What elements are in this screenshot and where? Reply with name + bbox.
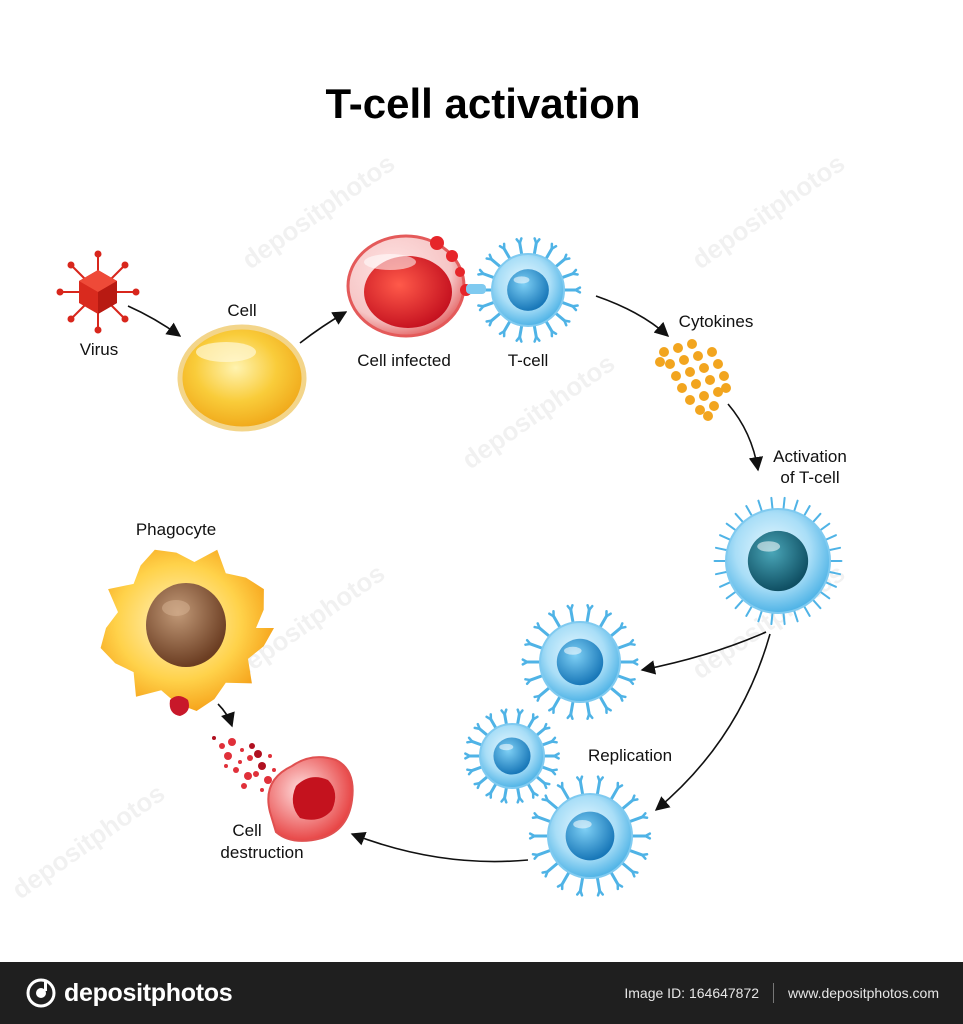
cell-destruction-label-line2: destruction — [220, 843, 303, 862]
diagram-title: T-cell activation — [325, 80, 640, 127]
footer-bar: depositphotos Image ID: 164647872 www.de… — [0, 962, 963, 1024]
footer-divider — [773, 983, 775, 1003]
replication-label: Replication — [588, 746, 672, 765]
cell-infected-label: Cell infected — [357, 351, 451, 370]
cytokines-label: Cytokines — [679, 312, 754, 331]
phagocyte-icon — [100, 549, 274, 716]
cytokines-icon — [655, 339, 731, 421]
cell-destruction-label-line1: Cell — [232, 821, 261, 840]
watermark: depositphotos — [686, 148, 850, 275]
arrow-activation-to-replica-2 — [654, 633, 771, 811]
destroyed-cell-icon — [267, 756, 354, 842]
brand-logo[interactable]: depositphotos — [26, 978, 233, 1008]
arrow-tcell-to-cytokines — [595, 295, 670, 337]
replicated-t-cell-icon — [464, 708, 560, 804]
depositphotos-logo-icon — [26, 978, 56, 1008]
arrow-cytokines-to-activation — [727, 403, 764, 472]
image-id: Image ID: 164647872 — [624, 985, 760, 1001]
diagram-canvas: depositphotos depositphotos depositphoto… — [6, 80, 850, 905]
arrow-virus-to-cell — [127, 305, 182, 337]
watermark: depositphotos — [6, 778, 170, 905]
arrow-activation-to-replica-1 — [640, 631, 767, 675]
t-cell-icon — [466, 237, 582, 343]
replicated-t-cell-icon — [521, 604, 639, 720]
virus-icon — [56, 250, 140, 334]
replicated-t-cell-icon — [528, 775, 652, 897]
activation-label-line1: Activation — [773, 447, 847, 466]
infected-cell-icon — [346, 234, 472, 338]
t-cell-label: T-cell — [508, 351, 549, 370]
website-link[interactable]: www.depositphotos.com — [788, 985, 939, 1001]
cell-label: Cell — [227, 301, 256, 320]
virus-label: Virus — [80, 340, 118, 359]
phagocyte-label: Phagocyte — [136, 520, 216, 539]
arrow-phagocyte-to-debris — [217, 703, 235, 728]
activated-t-cell-icon — [713, 496, 843, 626]
arrow-replica-to-destruction — [350, 831, 529, 863]
activation-label-line2: of T-cell — [780, 468, 839, 487]
arrow-cell-to-infected — [299, 311, 348, 344]
brand-name: depositphotos — [64, 978, 233, 1007]
cell-icon — [177, 324, 307, 432]
